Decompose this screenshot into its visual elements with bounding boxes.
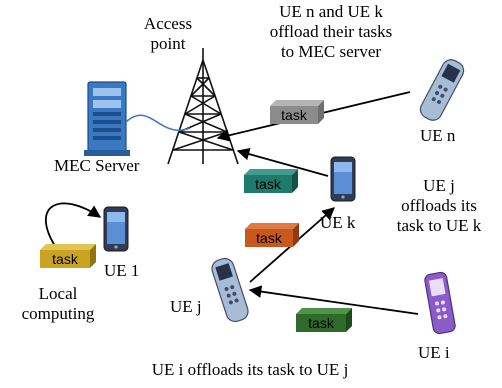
smartphone-icon xyxy=(103,206,129,252)
task-box-icon: task xyxy=(296,308,352,332)
svg-text:task: task xyxy=(256,230,283,246)
arrow-local-computing xyxy=(44,202,102,247)
arrow-ue-k-to-ap xyxy=(236,147,329,177)
svg-text:task: task xyxy=(281,107,308,123)
svg-text:task: task xyxy=(308,315,335,331)
flip-phone-icon xyxy=(211,257,249,323)
ue-i-label: UE i xyxy=(418,343,450,362)
top-caption: UE n and UE k offload their tasks to MEC… xyxy=(269,2,393,61)
svg-text:task: task xyxy=(255,176,282,192)
ue-j-label: UE j xyxy=(170,297,202,316)
server-icon xyxy=(84,81,130,156)
arrow-ue-i-to-ue-j xyxy=(248,285,419,315)
svg-text:task: task xyxy=(52,251,79,267)
access-point-label: Access point xyxy=(143,14,193,53)
server-cable xyxy=(125,114,191,131)
local-computing-label: Local computing xyxy=(21,284,95,323)
ue-j-caption: UE j offloads its task to UE k xyxy=(396,176,482,235)
task-box-icon: task xyxy=(40,244,96,268)
access-point-tower-icon xyxy=(167,48,239,165)
mec-server-label: MEC Server xyxy=(54,156,140,175)
task-box-icon: task xyxy=(245,223,299,247)
ue-1-label: UE 1 xyxy=(104,261,140,280)
smartphone-icon xyxy=(330,156,356,202)
bottom-caption: UE i offloads its task to UE j xyxy=(151,360,349,379)
task-box-icon: task xyxy=(270,100,324,124)
task-box-icon: task xyxy=(244,169,298,193)
flip-phone-icon xyxy=(419,59,465,121)
ue-n-label: UE n xyxy=(420,126,456,145)
flip-phone-icon xyxy=(424,271,456,335)
ue-k-label: UE k xyxy=(320,213,356,232)
